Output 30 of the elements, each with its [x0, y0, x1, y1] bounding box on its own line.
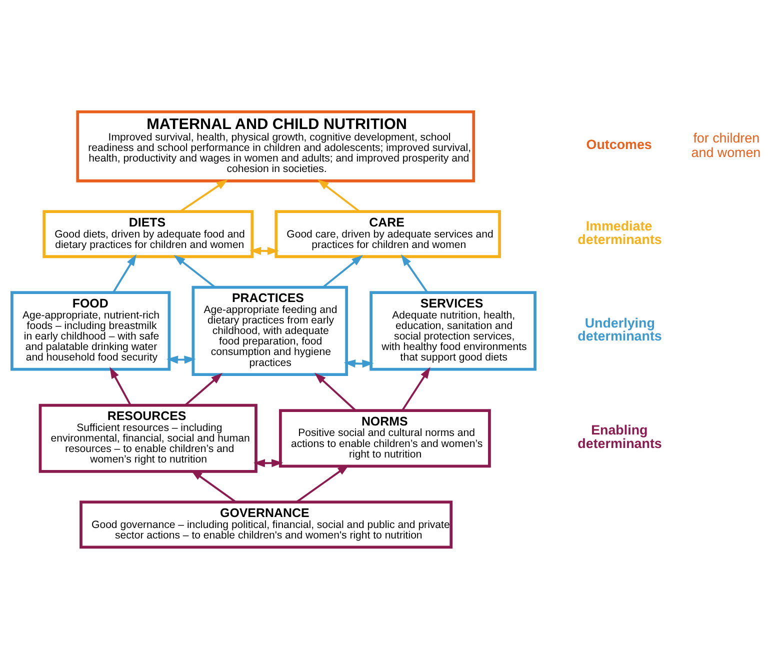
arrow [174, 255, 216, 288]
node-box: GOVERNANCE Good governance – including political, financial, social and public and private sector actions – to enable children's and women's right to nutrition [80, 500, 453, 549]
node-box: DIETS Good diets, driven by adequate food and dietary practices for children and women [42, 210, 254, 258]
label: Outcomes [586, 136, 652, 152]
arrow [180, 179, 228, 212]
arrow [184, 372, 223, 406]
node-box: SERVICES Adequate nutrition, health, education, sanitation and social protection services, with healthy food environments that support good diets [370, 291, 536, 371]
label: Immediate determinants [578, 218, 662, 247]
arrow [402, 367, 430, 411]
arrow [166, 356, 196, 364]
arrow [112, 254, 136, 293]
label: Enabling determinants [578, 422, 662, 452]
node-box: MATERNAL AND CHILD NUTRITION Improved survival, health, physical growth, cognitive development, school readiness and school performance in children and adolescents; improved survival, health, productivity and wages in women and adults; and improved prosperity and cohesion in societies. [76, 110, 476, 182]
arrow [296, 464, 350, 503]
arrow [253, 459, 284, 468]
arrow [401, 254, 428, 293]
node-box: CARE Good care, driven by adequate services and practices for children and women [274, 210, 501, 258]
arrow [344, 360, 374, 368]
node-box: FOOD Age-appropriate, nutrient-rich foods – including breastmilk in early childhood – with safe and palatable drinking water and household food security [10, 291, 171, 371]
arrow [317, 179, 360, 212]
arrow [110, 366, 132, 406]
arrow [314, 372, 356, 412]
arrow [250, 246, 279, 256]
label: Underlying determinants [578, 315, 662, 344]
arrow [322, 255, 364, 288]
node-box: RESOURCES Sufficient resources – including environmental, financial, social and human resources – to enable children’s and women’s right to nutrition [38, 404, 258, 473]
node-box: PRACTICES Age-appropriate feeding and dietary practices from early childhood, with adequate food preparation, food consumption and hygiene practices [192, 286, 348, 376]
node-box: NORMS Positive social and cultural norms and actions to enable children’s and women’s right to nutrition [279, 409, 491, 468]
label: for children and women [691, 130, 761, 160]
arrow [190, 470, 236, 503]
